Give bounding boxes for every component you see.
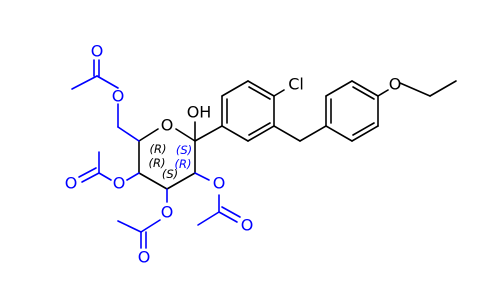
bond-c4-o4 [126,172,140,181]
c2-ester-oxygen-label: O [213,174,226,193]
bond-o4-co [98,172,112,181]
bond-ar1-e [247,125,275,142]
bond-ch2-ch3 [429,80,457,97]
core-bonds [138,80,457,190]
stereo-c4: (R) [149,156,166,170]
bond-c2-c3 [166,172,196,190]
bond-ar1-c-inner [248,86,271,100]
c3-carbonyl-oxygen-label: O [138,248,151,267]
bond-co4-o-b [78,167,97,178]
hydroxyl-label: OH [187,103,212,122]
bond-c3-c4 [138,172,168,190]
bond-co2-ch3 [197,211,220,226]
bond-ar2-o [377,89,389,97]
bond-ar2-c [351,80,379,97]
bond-o6-co [96,75,119,89]
bond-o-ch2 [399,82,431,97]
c6-ester-oxygen-label: O [112,87,125,106]
stereo-c2: (R) [175,157,192,171]
bond-co3-ch3 [117,220,142,233]
bond-ar1-cl [273,89,285,97]
bond-ar2-b [325,80,353,97]
bond-c1-aryl [194,125,223,142]
acetate-bonds [71,59,241,249]
bond-ar1-c [247,80,275,97]
bond-o3-co [140,219,161,233]
bond-ar1-b [221,80,249,97]
bond-c5-o5 [138,128,159,142]
stereo-c5: (R) [150,142,167,156]
c4-carbonyl-oxygen-label: O [65,174,78,193]
chlorine-label: Cl [288,75,304,94]
bond-ar2-c-inner [352,86,375,100]
bond-ar2-f [325,125,353,142]
bond-o5-c1 [175,128,196,142]
bond-ar2-e-inner [352,122,375,136]
bond-ar2-e [351,125,379,142]
stereo-c1: (S) [176,143,192,157]
bond-ch2-ar2 [299,125,327,142]
bond-co4-o-a [81,172,100,183]
ring-oxygen-label: O [161,116,174,135]
bond-ar1-ch2 [273,125,301,142]
ether-oxygen-label: O [389,75,402,94]
bond-co-ch3 [71,75,98,90]
c2-carbonyl-oxygen-label: O [241,216,254,235]
stereo-descriptors: (S) (R) (R) (R) (S) [149,142,193,181]
bond-c2-o2 [194,172,210,181]
bond-ar1-f [221,125,249,142]
bond-co2-o-b [221,206,241,218]
c4-ester-oxygen-label: O [113,174,126,193]
stereo-c3: (S) [162,167,178,181]
atom-labels: O OH Cl O O O O O O O O O [65,42,402,267]
c6-carbonyl-oxygen-label: O [91,42,104,61]
c3-ester-oxygen-label: O [161,203,174,222]
bond-c5-c6 [117,126,140,142]
bond-ar1-e-inner [248,122,271,136]
bond-co2-o-a [218,211,238,223]
